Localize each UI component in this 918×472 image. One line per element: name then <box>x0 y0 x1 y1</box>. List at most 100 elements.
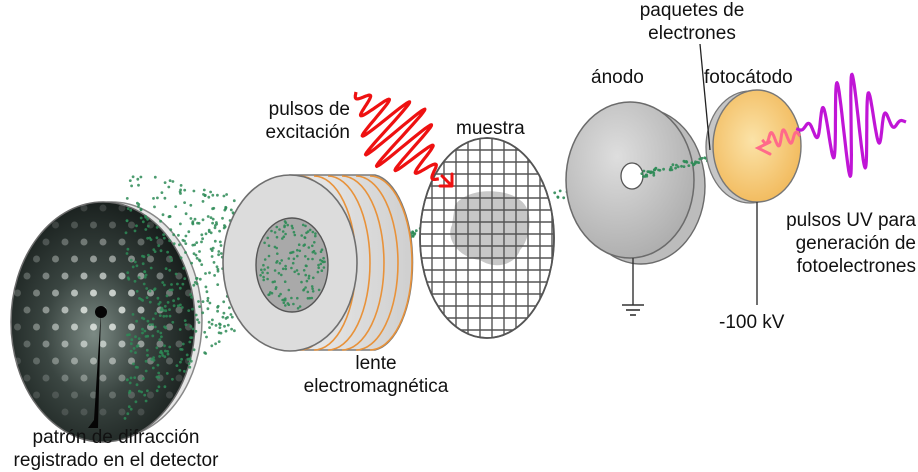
electron-dot <box>411 235 415 238</box>
electron-dot <box>165 294 169 298</box>
electron-dot <box>313 241 316 244</box>
electron-dot <box>197 221 201 225</box>
electron-dot <box>202 193 205 196</box>
electron-dot <box>190 295 194 299</box>
electron-dot <box>161 213 165 217</box>
electron-dot <box>188 365 192 369</box>
electron-dot <box>164 267 168 270</box>
electron-dot <box>297 272 300 276</box>
electron-dot <box>166 301 170 304</box>
electron-dot <box>139 216 143 220</box>
electron-dot <box>123 417 127 420</box>
electron-dot <box>676 165 680 169</box>
electron-dot <box>263 258 267 261</box>
electron-dot <box>139 175 143 179</box>
electron-dot <box>172 242 176 246</box>
electron-dot <box>212 206 216 210</box>
electron-dot <box>200 263 204 266</box>
electron-dot <box>159 219 163 223</box>
electron-dot <box>80 306 88 314</box>
electron-dot <box>118 306 126 314</box>
electron-dot <box>134 351 137 354</box>
electron-dot <box>184 242 188 246</box>
electron-dot <box>165 372 169 375</box>
electron-dot <box>210 344 214 348</box>
electron-dot <box>61 374 69 382</box>
electron-dot <box>308 228 312 232</box>
electron-dot <box>645 173 648 177</box>
electron-dot <box>118 340 126 348</box>
electron-dot <box>125 219 129 223</box>
electron-dot <box>143 393 147 397</box>
electron-dot <box>202 188 206 192</box>
electron-dot <box>146 224 150 228</box>
label-voltage: -100 kV <box>719 312 785 333</box>
electron-dot <box>159 249 163 253</box>
electron-dot <box>151 366 155 370</box>
electron-dot <box>169 228 173 232</box>
electron-dot <box>311 250 315 254</box>
electron-dot <box>290 296 293 300</box>
electron-dot <box>144 369 148 373</box>
electron-dot <box>297 243 301 246</box>
electron-dot <box>292 302 295 306</box>
electron-dot <box>42 238 50 246</box>
electron-dot <box>284 264 287 268</box>
electron-dot <box>175 306 183 314</box>
electron-dot <box>153 325 157 329</box>
electron-dot <box>192 283 196 287</box>
electron-dot <box>683 160 687 164</box>
electron-dot <box>177 297 180 301</box>
electron-dot <box>286 223 290 227</box>
electron-dot <box>311 230 315 234</box>
electron-dot <box>71 289 78 297</box>
electron-dot <box>128 323 135 331</box>
electron-dot <box>276 252 279 255</box>
electron-dot <box>690 161 694 165</box>
electron-dot <box>118 374 126 382</box>
electron-dot <box>302 244 306 247</box>
electron-dot <box>562 196 566 200</box>
electron-dot <box>158 355 162 358</box>
electron-dot <box>188 357 192 361</box>
electron-dot <box>134 335 137 339</box>
electron-dot <box>174 205 178 209</box>
electron-dot <box>99 272 107 280</box>
electron-dot <box>652 173 656 177</box>
electron-dot <box>181 282 185 286</box>
electron-dot <box>169 255 172 259</box>
electron-dot <box>168 314 172 318</box>
electron-dot <box>146 217 150 221</box>
bunch-pointer <box>699 43 711 151</box>
electron-dot <box>133 376 137 379</box>
electron-dot <box>134 365 138 369</box>
electron-dot <box>126 412 130 416</box>
electron-dot <box>161 354 165 357</box>
electron-dot <box>156 272 164 280</box>
excitation-pulse <box>353 91 454 188</box>
electron-dot <box>118 408 126 416</box>
electron-dot <box>222 300 226 304</box>
electron-dot <box>178 368 182 372</box>
electron-dot <box>260 268 263 272</box>
electron-dot <box>159 349 163 353</box>
label-uv-pulses: pulsos UV para generación de fotoelectro… <box>786 210 916 277</box>
electron-dot <box>150 358 154 361</box>
electron-dot <box>284 304 287 307</box>
electron-dot <box>137 276 141 279</box>
electron-dot <box>262 275 265 279</box>
electron-dot <box>291 250 295 254</box>
electron-dot <box>698 157 702 161</box>
electron-dot <box>153 205 156 209</box>
electron-dot <box>284 267 288 271</box>
electron-dot <box>171 320 175 324</box>
electron-dot <box>553 191 557 195</box>
electron-dot <box>163 355 167 359</box>
electron-dot <box>135 264 139 268</box>
electron-dot <box>14 323 21 331</box>
label-diffraction-pattern: patrón de difracción registrado en el de… <box>13 427 219 471</box>
electron-dot <box>198 277 202 281</box>
electron-dot <box>197 300 200 303</box>
electron-dot <box>157 371 161 375</box>
electron-dot <box>184 251 187 254</box>
